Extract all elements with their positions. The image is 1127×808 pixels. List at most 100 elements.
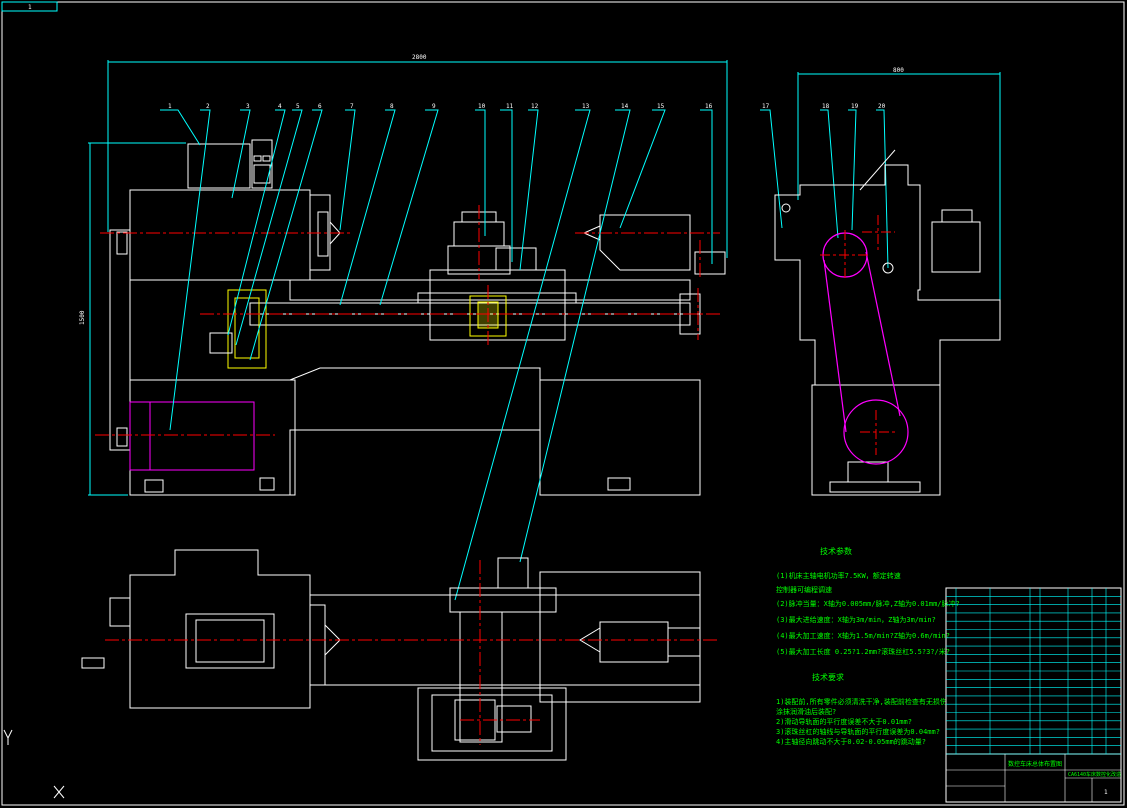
z-motor — [209, 332, 233, 354]
end-bracket — [859, 149, 896, 191]
tech-param-6: (5)最大加工长度 0.25?1.2mm?滚珠丝杠5.5?3?/米? — [776, 647, 950, 656]
end-headstock — [774, 164, 1001, 386]
balloon-15: 15 — [657, 103, 665, 110]
balloon-19: 19 — [851, 103, 859, 110]
key-block — [253, 164, 271, 184]
tech-req-1: 1)装配前,所有零件必须清洗干净,装配前检查有无损伤 — [776, 697, 947, 706]
tech-param-2: 控制器可编程调速 — [776, 585, 832, 594]
top-right-block — [539, 571, 701, 703]
idler-pulley — [882, 262, 894, 274]
end-bolt — [781, 203, 791, 213]
top-panel — [185, 613, 275, 669]
balloon-8: 8 — [390, 103, 394, 110]
top-apron-inner — [431, 694, 553, 752]
top-tailstock-center — [579, 627, 601, 653]
balloon-3: 3 — [246, 103, 250, 110]
tech-req-3: 2)滑动导轨面的平行度误差不大于0.01mm? — [776, 717, 912, 726]
balloon-5: 5 — [296, 103, 300, 110]
sheet-number: 1 — [1104, 789, 1108, 796]
parts-table-cols — [955, 588, 1107, 754]
end-motor-mount — [847, 461, 889, 483]
balloon-4: 4 — [278, 103, 282, 110]
top-chuck — [310, 604, 326, 686]
drawing-name: 数控车床总体布置图 — [1008, 760, 1062, 768]
sheet-tag: 1 — [28, 4, 32, 11]
center-lines-top — [105, 560, 720, 745]
tech-req-5: 4)主轴径向跳动不大于0.02-0.05mm的跳动量? — [776, 737, 926, 746]
tech-req-4: 3)滚珠丝杠的轴线与导轨面的平行度误差为0.04mm? — [776, 727, 940, 736]
tech-params-lines: (1)机床主轴电机功率7.5KW，额定转速 控制器可编程调速 (2)脉冲当量：X… — [776, 571, 960, 656]
balloon-13: 13 — [582, 103, 590, 110]
top-x-coupling — [496, 705, 532, 733]
balloon-16: 16 — [705, 103, 713, 110]
end-turret — [931, 221, 981, 273]
left-guard-slot — [116, 231, 128, 255]
balloon-14: 14 — [621, 103, 629, 110]
left-guard-slot2 — [116, 427, 128, 447]
balloon-2: 2 — [206, 103, 210, 110]
top-turret — [497, 557, 529, 589]
parts-table-rows — [946, 595, 1121, 755]
belt-drive — [822, 232, 909, 465]
main-motor — [129, 401, 255, 471]
balloon-9: 9 — [432, 103, 436, 110]
tech-params-title: 技术参数 — [820, 546, 852, 556]
tailstock — [599, 214, 691, 271]
dimension-lines — [88, 60, 1001, 496]
bed-body — [129, 367, 541, 496]
balloon-6: 6 — [318, 103, 322, 110]
foot-right — [607, 477, 631, 491]
top-tailstock — [599, 621, 669, 663]
center-lines-front — [95, 205, 720, 436]
top-guard — [109, 597, 131, 627]
tech-req-2: 涂抹润滑油后装配? — [776, 707, 836, 716]
ucs-icon — [3, 729, 65, 799]
title-block-grid — [946, 754, 1121, 802]
end-view — [774, 149, 1001, 496]
carriage-slide — [417, 292, 577, 304]
balloon-7: 7 — [350, 103, 354, 110]
end-base — [811, 384, 941, 496]
control-display — [187, 143, 251, 189]
center-lines-end — [820, 215, 895, 455]
balloon-1: 1 — [168, 103, 172, 110]
x-motor — [495, 247, 537, 271]
balloon-labels: 1 2 3 4 5 6 7 8 9 10 11 12 13 14 15 16 1… — [168, 103, 886, 110]
top-view — [81, 549, 701, 761]
balloon-18: 18 — [822, 103, 830, 110]
tech-req-lines: 1)装配前,所有零件必须清洗干净,装配前检查有无损伤 涂抹润滑油后装配? 2)滑… — [776, 697, 947, 746]
top-lever — [81, 657, 105, 669]
top-headstock — [129, 549, 311, 709]
balloon-20: 20 — [878, 103, 886, 110]
control-keypad — [251, 139, 273, 189]
end-turret-cap — [941, 209, 973, 223]
dim-end-width: 800 — [893, 67, 904, 74]
top-apron — [417, 687, 567, 761]
headstock — [129, 189, 311, 281]
key1 — [253, 155, 262, 162]
balloon-12: 12 — [531, 103, 539, 110]
foot-left — [144, 479, 164, 493]
left-guard — [109, 229, 131, 451]
foot-mid — [259, 477, 275, 491]
tech-req-title: 技术要求 — [812, 672, 844, 682]
tailstock-handwheel — [694, 251, 726, 275]
motor-pulley — [843, 399, 909, 465]
bed-right-leg — [539, 379, 701, 496]
dim-overall-length: 2800 — [412, 54, 427, 61]
top-tailstock-wheel — [667, 627, 701, 657]
balloon-10: 10 — [478, 103, 486, 110]
key2 — [262, 155, 271, 162]
balloon-11: 11 — [506, 103, 514, 110]
sheet-tag-box — [1, 1, 58, 12]
tech-param-5: (4)最大加工速度：X轴为1.5m/min?Z轴为0.6m/min? — [776, 631, 950, 640]
chuck-jaw — [317, 211, 329, 257]
top-panel-inner — [195, 619, 265, 663]
bed-top — [289, 279, 691, 301]
tech-param-1: (1)机床主轴电机功率7.5KW，额定转速 — [776, 571, 901, 580]
dim-overall-height: 1500 — [79, 310, 86, 325]
tech-param-4: (3)最大进给速度：X轴为3m/min，Z轴为3m/min? — [776, 615, 936, 624]
school-name: CA6140车床数控化改造 — [1068, 771, 1121, 778]
